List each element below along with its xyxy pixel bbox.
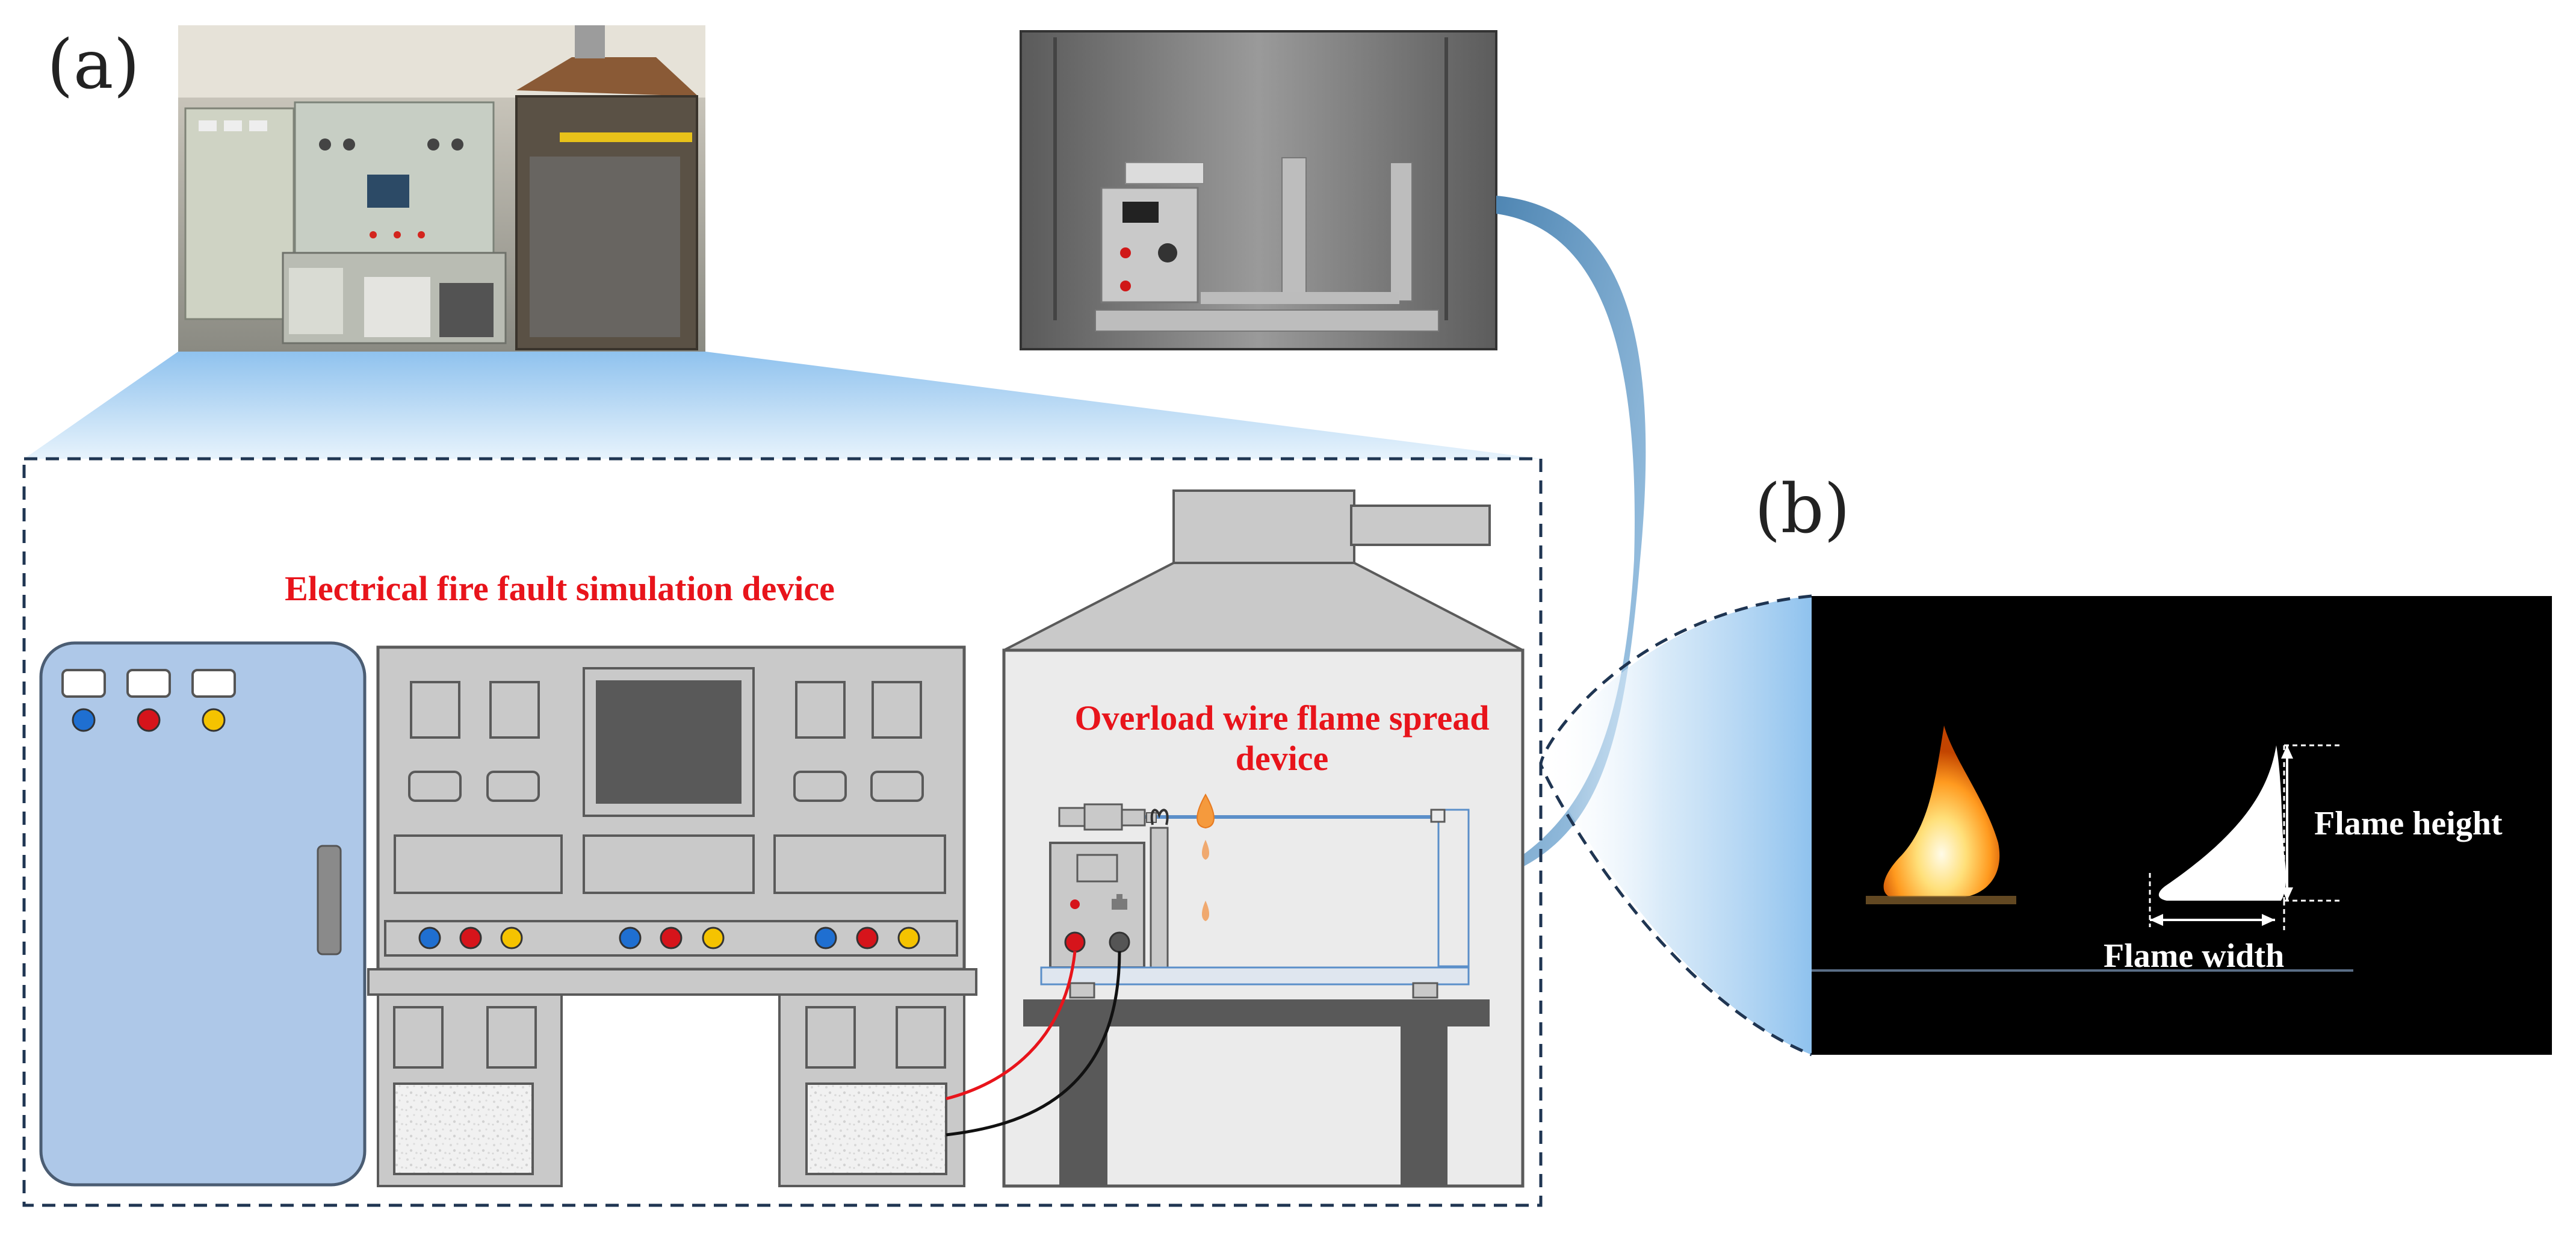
- zoom-beam-a: [24, 352, 1541, 459]
- fault-simulation-console: [367, 645, 977, 1187]
- real-flame-icon: [1883, 725, 2000, 897]
- black-lead-wire: [946, 951, 1121, 1137]
- zoom-beam-b-edge: [1539, 594, 1812, 1057]
- red-lead-wire: [946, 951, 1077, 1101]
- spread-device-label-line2: device: [1235, 738, 1329, 778]
- lab-photo: [178, 25, 705, 352]
- small-flame-icon: [1197, 793, 1215, 829]
- flame-silhouette: [2158, 745, 2287, 901]
- control-cabinet: [39, 641, 367, 1187]
- panel-label-b: (b): [1754, 470, 1851, 548]
- flame-spread-apparatus: [1023, 793, 1490, 1186]
- zoom-beam-b: [1541, 596, 1812, 1055]
- spread-device-label: Overload wire flame spread device: [1017, 698, 1547, 778]
- spread-device-label-line1: Overload wire flame spread: [1074, 698, 1490, 738]
- fault-device-label: Electrical fire fault simulation device: [285, 569, 835, 608]
- flame-width-label: Flame width: [2104, 937, 2285, 975]
- diagram-frame: [22, 457, 1543, 1207]
- flame-image: [1812, 596, 2552, 1055]
- chamber-photo: [1020, 30, 1497, 350]
- panel-label-a: (a): [47, 26, 140, 104]
- flame-height-label: Flame height: [2314, 805, 2503, 842]
